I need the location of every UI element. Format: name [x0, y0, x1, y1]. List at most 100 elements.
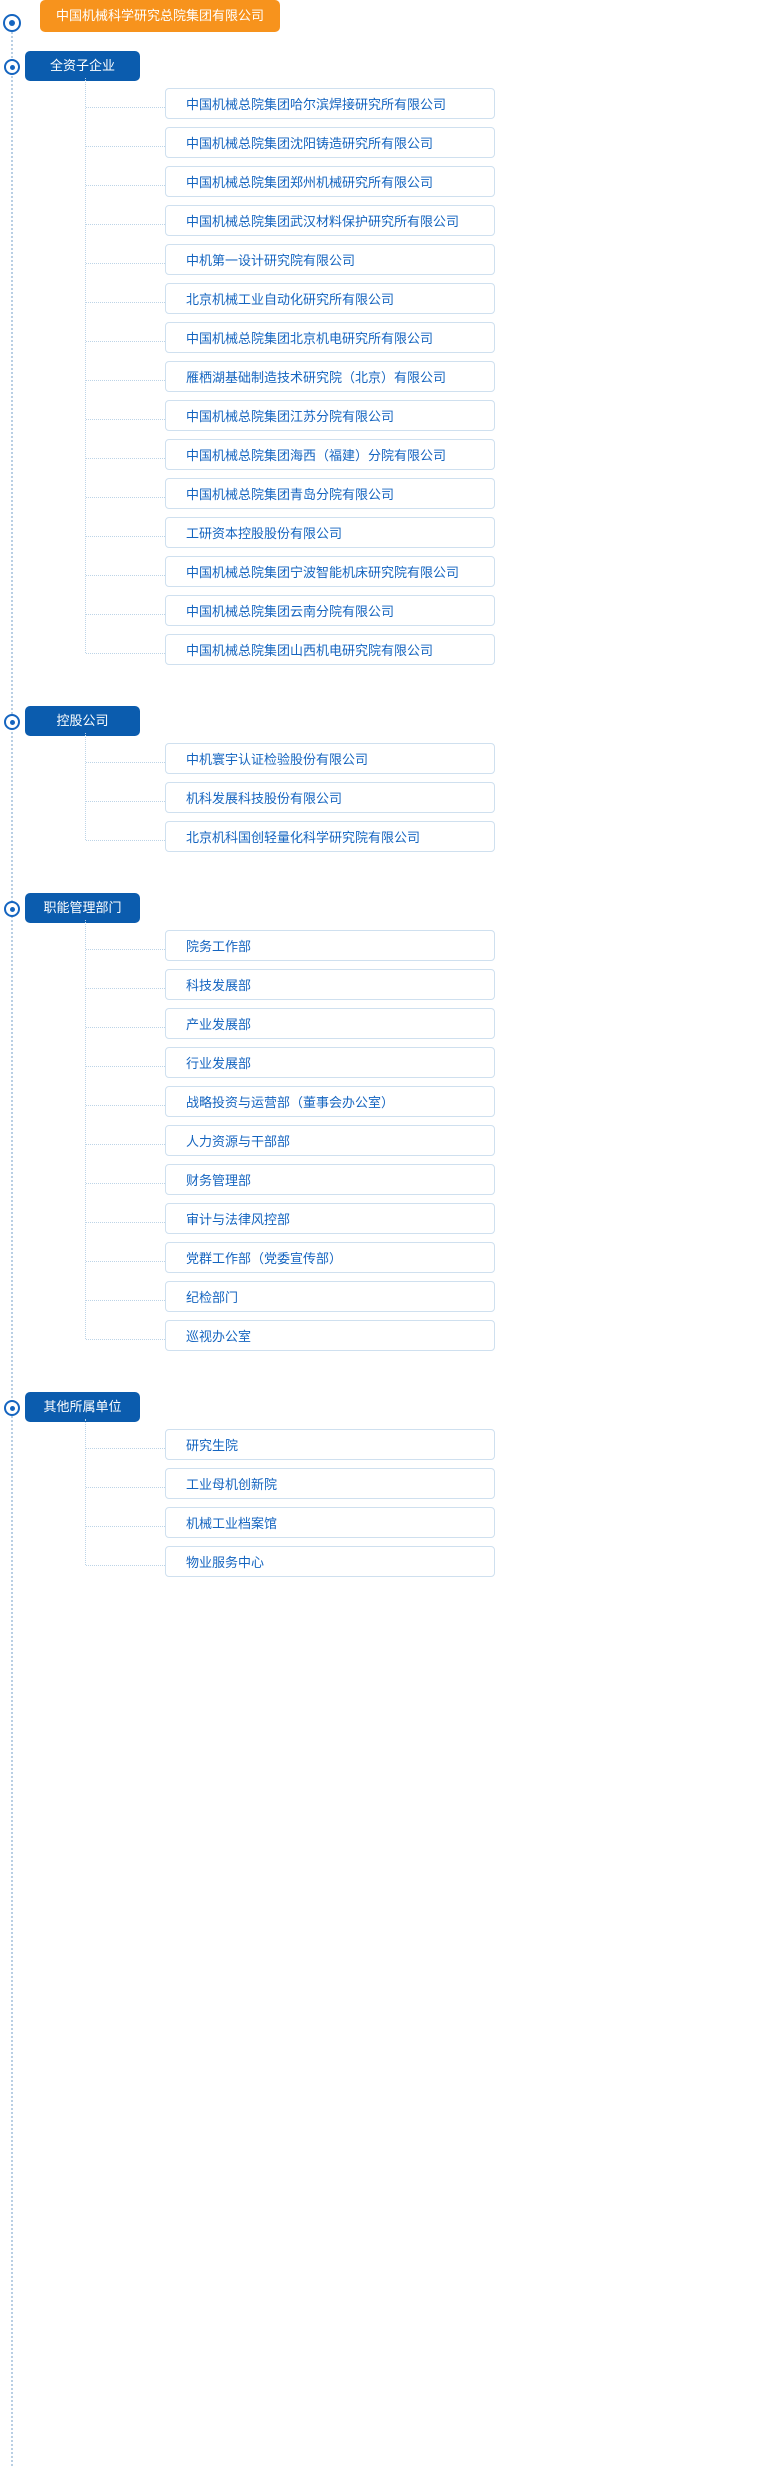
org-item-label: 雁栖湖基础制造技术研究院（北京）有限公司	[186, 370, 447, 385]
org-item-box[interactable]: 产业发展部	[165, 1008, 495, 1039]
org-item[interactable]: 中国机械总院集团武汉材料保护研究所有限公司	[0, 205, 779, 244]
org-item-box[interactable]: 中机寰宇认证检验股份有限公司	[165, 743, 495, 774]
org-item[interactable]: 中机第一设计研究院有限公司	[0, 244, 779, 283]
org-item[interactable]: 中机寰宇认证检验股份有限公司	[0, 743, 779, 782]
org-group-header[interactable]: 控股公司	[0, 703, 779, 743]
org-item-box[interactable]: 人力资源与干部部	[165, 1125, 495, 1156]
org-item[interactable]: 人力资源与干部部	[0, 1125, 779, 1164]
org-item-box[interactable]: 研究生院	[165, 1429, 495, 1460]
org-group-label[interactable]: 全资子企业	[25, 51, 140, 81]
org-item-box[interactable]: 中国机械总院集团江苏分院有限公司	[165, 400, 495, 431]
org-item[interactable]: 北京机科国创轻量化科学研究院有限公司	[0, 821, 779, 860]
org-group-header[interactable]: 全资子企业	[0, 48, 779, 88]
org-item-label: 纪检部门	[186, 1290, 239, 1305]
org-item-box[interactable]: 北京机械工业自动化研究所有限公司	[165, 283, 495, 314]
org-item-box[interactable]: 战略投资与运营部（董事会办公室）	[165, 1086, 495, 1117]
org-item-box[interactable]: 工业母机创新院	[165, 1468, 495, 1499]
org-group-label[interactable]: 控股公司	[25, 706, 140, 736]
org-root-node[interactable]: 中国机械科学研究总院集团有限公司	[0, 0, 779, 48]
org-item-box[interactable]: 北京机科国创轻量化科学研究院有限公司	[165, 821, 495, 852]
org-item-connector	[86, 1261, 165, 1262]
org-item-box[interactable]: 中国机械总院集团武汉材料保护研究所有限公司	[165, 205, 495, 236]
org-item[interactable]: 财务管理部	[0, 1164, 779, 1203]
org-item[interactable]: 中国机械总院集团海西（福建）分院有限公司	[0, 439, 779, 478]
org-item[interactable]: 中国机械总院集团青岛分院有限公司	[0, 478, 779, 517]
org-item[interactable]: 战略投资与运营部（董事会办公室）	[0, 1086, 779, 1125]
org-item[interactable]: 巡视办公室	[0, 1320, 779, 1359]
org-item-box[interactable]: 巡视办公室	[165, 1320, 495, 1351]
org-tree-spine	[11, 32, 13, 2466]
org-item-box[interactable]: 中机第一设计研究院有限公司	[165, 244, 495, 275]
org-item[interactable]: 工研资本控股股份有限公司	[0, 517, 779, 556]
org-item-label: 审计与法律风控部	[186, 1212, 291, 1227]
radio-target-icon	[4, 714, 20, 730]
org-item[interactable]: 北京机械工业自动化研究所有限公司	[0, 283, 779, 322]
org-group-header[interactable]: 其他所属单位	[0, 1389, 779, 1429]
org-item-box[interactable]: 中国机械总院集团海西（福建）分院有限公司	[165, 439, 495, 470]
org-item[interactable]: 中国机械总院集团江苏分院有限公司	[0, 400, 779, 439]
org-item-box[interactable]: 党群工作部（党委宣传部）	[165, 1242, 495, 1273]
org-item-box[interactable]: 工研资本控股股份有限公司	[165, 517, 495, 548]
radio-target-icon	[4, 901, 20, 917]
org-item-connector	[86, 1448, 165, 1449]
org-item-box[interactable]: 雁栖湖基础制造技术研究院（北京）有限公司	[165, 361, 495, 392]
org-item-box[interactable]: 纪检部门	[165, 1281, 495, 1312]
org-branch-connector	[85, 733, 86, 840]
org-item[interactable]: 院务工作部	[0, 930, 779, 969]
org-item[interactable]: 中国机械总院集团沈阳铸造研究所有限公司	[0, 127, 779, 166]
org-root-label[interactable]: 中国机械科学研究总院集团有限公司	[40, 0, 281, 32]
org-item-connector	[86, 107, 165, 108]
org-item-box[interactable]: 院务工作部	[165, 930, 495, 961]
org-item-box[interactable]: 财务管理部	[165, 1164, 495, 1195]
org-item-box[interactable]: 机科发展科技股份有限公司	[165, 782, 495, 813]
org-group-label[interactable]: 其他所属单位	[25, 1392, 140, 1422]
org-item-box[interactable]: 机械工业档案馆	[165, 1507, 495, 1538]
org-item-label: 中国机械总院集团哈尔滨焊接研究所有限公司	[186, 97, 447, 112]
org-item-box[interactable]: 科技发展部	[165, 969, 495, 1000]
org-item-box[interactable]: 中国机械总院集团山西机电研究院有限公司	[165, 634, 495, 665]
org-item-box[interactable]: 行业发展部	[165, 1047, 495, 1078]
org-group-label[interactable]: 职能管理部门	[25, 893, 140, 923]
org-item-label: 北京机科国创轻量化科学研究院有限公司	[186, 830, 421, 845]
org-item-box[interactable]: 中国机械总院集团青岛分院有限公司	[165, 478, 495, 509]
org-item-connector	[86, 575, 165, 576]
radio-target-icon	[4, 1400, 20, 1416]
org-item-box[interactable]: 物业服务中心	[165, 1546, 495, 1577]
org-item[interactable]: 行业发展部	[0, 1047, 779, 1086]
org-item-box[interactable]: 中国机械总院集团云南分院有限公司	[165, 595, 495, 626]
org-item[interactable]: 工业母机创新院	[0, 1468, 779, 1507]
org-item[interactable]: 产业发展部	[0, 1008, 779, 1047]
org-item-connector	[86, 146, 165, 147]
org-group-items: 中国机械总院集团哈尔滨焊接研究所有限公司中国机械总院集团沈阳铸造研究所有限公司中…	[0, 78, 779, 673]
org-branch-connector	[85, 920, 86, 1339]
org-group: 控股公司中机寰宇认证检验股份有限公司机科发展科技股份有限公司北京机科国创轻量化科…	[0, 703, 779, 890]
org-item[interactable]: 纪检部门	[0, 1281, 779, 1320]
org-item-box[interactable]: 中国机械总院集团宁波智能机床研究院有限公司	[165, 556, 495, 587]
org-groups-container: 全资子企业中国机械总院集团哈尔滨焊接研究所有限公司中国机械总院集团沈阳铸造研究所…	[0, 48, 779, 1615]
org-item-box[interactable]: 审计与法律风控部	[165, 1203, 495, 1234]
org-item[interactable]: 机械工业档案馆	[0, 1507, 779, 1546]
org-item-label: 北京机械工业自动化研究所有限公司	[186, 292, 395, 307]
org-item[interactable]: 中国机械总院集团云南分院有限公司	[0, 595, 779, 634]
org-item[interactable]: 中国机械总院集团哈尔滨焊接研究所有限公司	[0, 88, 779, 127]
org-group-header[interactable]: 职能管理部门	[0, 890, 779, 930]
org-item-box[interactable]: 中国机械总院集团北京机电研究所有限公司	[165, 322, 495, 353]
org-item-connector	[86, 653, 165, 654]
org-item[interactable]: 研究生院	[0, 1429, 779, 1468]
org-item[interactable]: 雁栖湖基础制造技术研究院（北京）有限公司	[0, 361, 779, 400]
org-item[interactable]: 中国机械总院集团郑州机械研究所有限公司	[0, 166, 779, 205]
org-item-box[interactable]: 中国机械总院集团沈阳铸造研究所有限公司	[165, 127, 495, 158]
org-item[interactable]: 中国机械总院集团宁波智能机床研究院有限公司	[0, 556, 779, 595]
org-item-box[interactable]: 中国机械总院集团哈尔滨焊接研究所有限公司	[165, 88, 495, 119]
org-item[interactable]: 物业服务中心	[0, 1546, 779, 1585]
org-item-label: 中国机械总院集团宁波智能机床研究院有限公司	[186, 565, 460, 580]
org-item[interactable]: 中国机械总院集团山西机电研究院有限公司	[0, 634, 779, 673]
org-item-connector	[86, 1487, 165, 1488]
org-item[interactable]: 科技发展部	[0, 969, 779, 1008]
org-item[interactable]: 机科发展科技股份有限公司	[0, 782, 779, 821]
org-item-box[interactable]: 中国机械总院集团郑州机械研究所有限公司	[165, 166, 495, 197]
org-item[interactable]: 审计与法律风控部	[0, 1203, 779, 1242]
org-item[interactable]: 党群工作部（党委宣传部）	[0, 1242, 779, 1281]
org-item-label: 机科发展科技股份有限公司	[186, 791, 343, 806]
org-item[interactable]: 中国机械总院集团北京机电研究所有限公司	[0, 322, 779, 361]
